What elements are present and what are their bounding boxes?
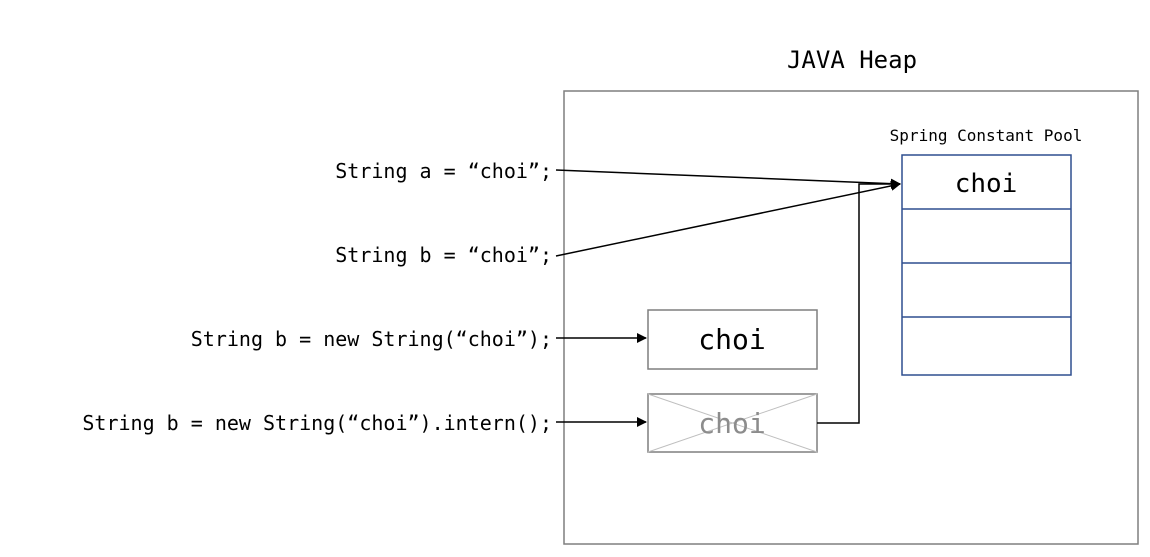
heap-box bbox=[563, 90, 1139, 545]
discarded-object-value: choi bbox=[698, 407, 765, 440]
statement-literal-b: String b = “choi”; bbox=[335, 243, 552, 267]
constant-pool-table: choi bbox=[901, 154, 1072, 376]
pool-border bbox=[901, 154, 1072, 376]
arrow-a-to-pool bbox=[555, 169, 901, 189]
pool-title: Spring Constant Pool bbox=[890, 126, 1083, 145]
statement-intern: String b = new String(“choi”).intern(); bbox=[82, 411, 552, 435]
statement-literal-a: String a = “choi”; bbox=[335, 159, 552, 183]
arrow-b-to-pool bbox=[555, 180, 901, 257]
discarded-string-object: choi bbox=[647, 393, 818, 453]
new-string-object-box bbox=[647, 309, 818, 370]
heap-title: JAVA Heap bbox=[787, 46, 917, 74]
arrow-intern-to-pool bbox=[817, 179, 901, 424]
cross-line bbox=[647, 393, 818, 453]
statement-new-string: String b = new String(“choi”); bbox=[191, 327, 552, 351]
pool-entry-value: choi bbox=[955, 169, 1018, 199]
new-string-object-value: choi bbox=[698, 323, 765, 356]
